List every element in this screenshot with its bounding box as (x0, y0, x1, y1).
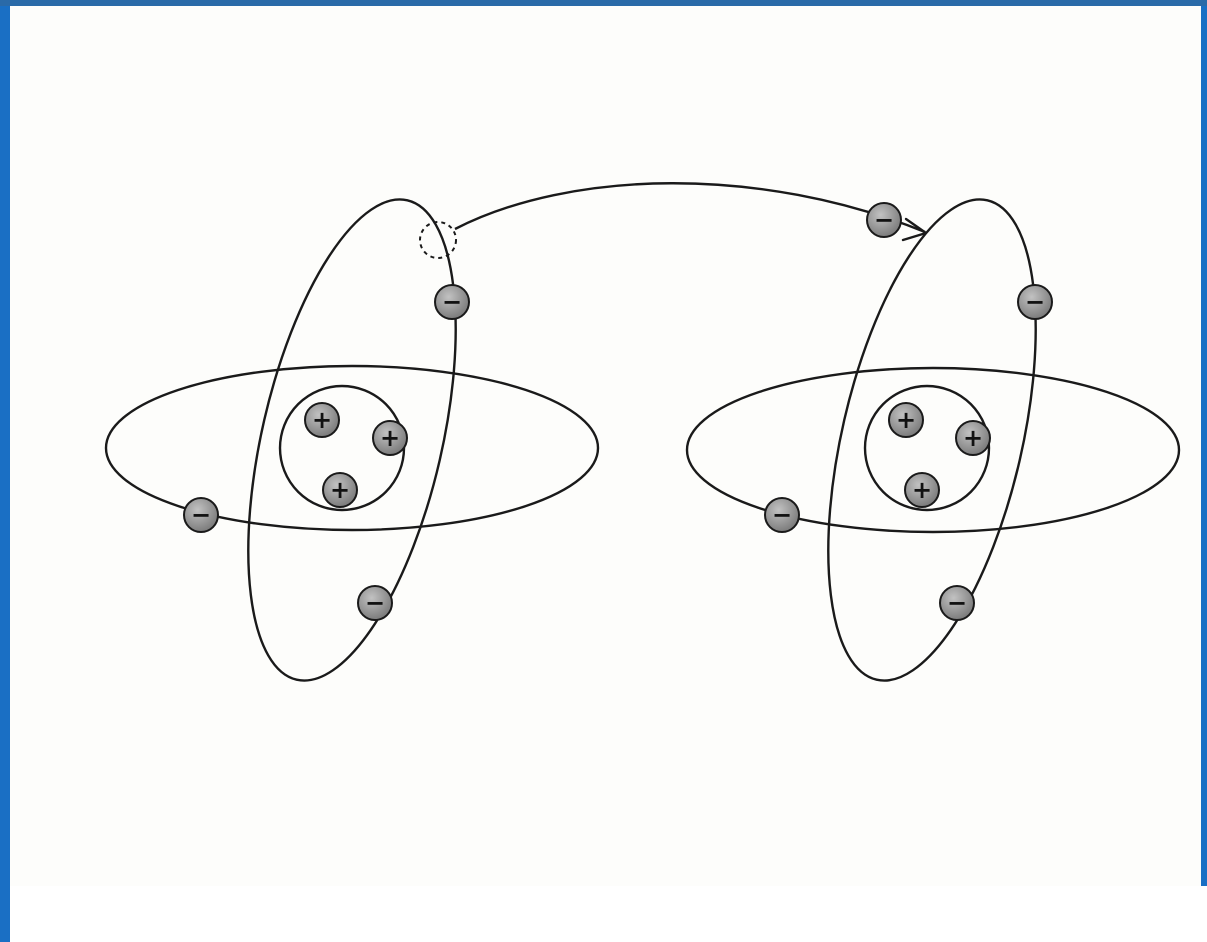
proton-sign: + (963, 424, 983, 452)
acceptor-atom (687, 180, 1179, 700)
electron-particle: − (940, 586, 974, 620)
electron-particle: − (1018, 285, 1052, 319)
electron-particle: − (867, 203, 901, 237)
proton-sign: + (312, 406, 332, 434)
donor-tilted-orbit (209, 180, 495, 700)
electron-sign: − (365, 589, 385, 617)
electron-particle: − (358, 586, 392, 620)
electron-particle: − (765, 498, 799, 532)
electron-sign: − (1025, 288, 1045, 316)
electron-sign: − (947, 589, 967, 617)
acceptor-horizontal-orbit (687, 368, 1179, 532)
proton-particle: + (323, 473, 357, 507)
donor-horizontal-orbit (106, 366, 598, 530)
particles-layer: + + + + + + − − − − − − − (184, 203, 1052, 620)
donor-atom (106, 180, 598, 700)
electron-particle: − (435, 285, 469, 319)
proton-sign: + (896, 406, 916, 434)
proton-sign: + (330, 476, 350, 504)
proton-particle: + (905, 473, 939, 507)
proton-sign: + (380, 424, 400, 452)
acceptor-tilted-orbit (789, 180, 1075, 700)
electron-particle: − (184, 498, 218, 532)
electron-sign: − (442, 288, 462, 316)
proton-sign: + (912, 476, 932, 504)
electron-sign: − (874, 206, 894, 234)
proton-particle: + (305, 403, 339, 437)
proton-particle: + (889, 403, 923, 437)
electron-transfer-arrow (455, 183, 926, 240)
proton-particle: + (956, 421, 990, 455)
electron-sign: − (191, 501, 211, 529)
proton-particle: + (373, 421, 407, 455)
electron-sign: − (772, 501, 792, 529)
